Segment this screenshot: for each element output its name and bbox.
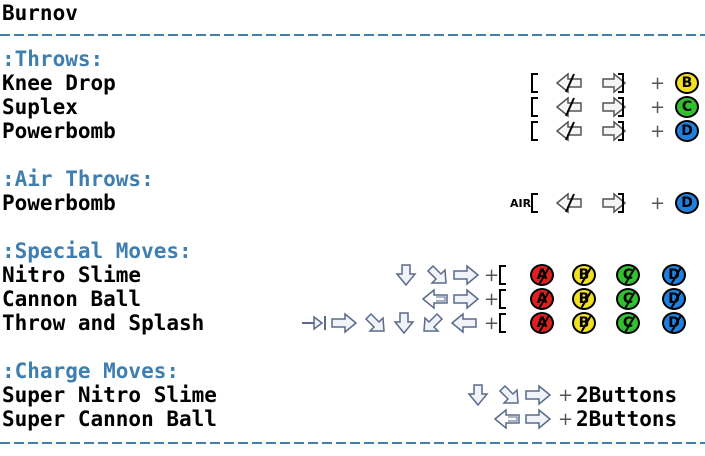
hold-bracket-icon [499, 313, 506, 333]
right-arrow-icon [602, 72, 627, 94]
plus-icon: + [484, 289, 500, 310]
plus-icon: + [484, 313, 500, 334]
plus-icon: + [650, 73, 666, 94]
button-d-icon: D [662, 312, 686, 334]
hold-bracket-icon [531, 121, 538, 141]
two-buttons-label: 2Buttons [576, 383, 678, 407]
button-c-icon: C [616, 264, 640, 286]
button-d-icon: D [662, 288, 686, 310]
down-forward-arrow-icon [498, 384, 519, 404]
down-forward-arrow-icon [364, 312, 385, 332]
command-throw-and-splash: + A B C D [298, 311, 705, 335]
move-name: Cannon Ball [2, 287, 142, 311]
button-b-icon: B [675, 72, 699, 94]
plus-icon: + [484, 265, 500, 286]
forward-arrow-icon [525, 384, 552, 406]
right-arrow-icon [602, 120, 627, 142]
back-charge-arrow-icon [421, 288, 448, 310]
hold-bracket-icon [531, 97, 538, 117]
back-arrow-icon [450, 312, 477, 334]
section-header-air-throws: :Air Throws: [2, 167, 154, 191]
section-header-special-moves: :Special Moves: [2, 239, 192, 263]
command-super-cannon-ball: + 2Buttons [462, 407, 705, 431]
plus-icon: + [650, 193, 666, 214]
button-b-icon: B [572, 288, 596, 310]
button-b-icon: B [572, 264, 596, 286]
button-c-icon: C [616, 288, 640, 310]
forward-arrow-icon [525, 408, 552, 430]
hold-bracket-icon [531, 193, 538, 213]
down-arrow-icon [395, 264, 417, 287]
button-a-icon: A [530, 312, 554, 334]
button-a-icon: A [530, 264, 554, 286]
plus-icon: + [650, 97, 666, 118]
character-name: Burnov [2, 1, 78, 25]
move-name: Nitro Slime [2, 263, 142, 287]
section-header-throws: :Throws: [2, 47, 104, 71]
button-d-icon: D [662, 264, 686, 286]
separator [0, 442, 705, 444]
command-suplex: + C [520, 95, 705, 119]
command-cannon-ball: + A B C D [390, 287, 705, 311]
hold-bracket-icon [531, 73, 538, 93]
button-d-icon: D [675, 192, 699, 214]
button-c-icon: C [616, 312, 640, 334]
forward-dash-arrow-icon [302, 315, 326, 331]
left-arrow-icon [555, 96, 582, 118]
hold-bracket-icon [499, 265, 506, 285]
hold-bracket-icon [499, 289, 506, 309]
right-arrow-icon [602, 96, 627, 118]
forward-arrow-icon [453, 264, 480, 286]
command-air-powerbomb: AIR + D [508, 191, 705, 215]
down-arrow-icon [467, 384, 489, 407]
back-charge-arrow-icon [493, 408, 520, 430]
down-forward-arrow-icon [426, 264, 447, 284]
move-name: Super Nitro Slime [2, 383, 217, 407]
move-name: Powerbomb [2, 191, 116, 215]
forward-arrow-icon [331, 312, 358, 334]
move-name: Powerbomb [2, 119, 116, 143]
move-name: Super Cannon Ball [2, 407, 217, 431]
move-name: Suplex [2, 95, 78, 119]
command-super-nitro-slime: + 2Buttons [462, 383, 705, 407]
button-a-icon: A [530, 288, 554, 310]
plus-icon: + [650, 121, 666, 142]
button-d-icon: D [675, 120, 699, 142]
forward-arrow-icon [453, 288, 480, 310]
left-arrow-icon [555, 120, 582, 142]
section-header-charge-moves: :Charge Moves: [2, 359, 180, 383]
right-arrow-icon [602, 192, 627, 214]
move-name: Knee Drop [2, 71, 116, 95]
two-buttons-label: 2Buttons [576, 407, 678, 431]
down-back-arrow-icon [423, 312, 444, 332]
plus-icon: + [558, 409, 574, 430]
button-b-icon: B [572, 312, 596, 334]
left-arrow-icon [555, 192, 582, 214]
command-nitro-slime: + A B C D [390, 263, 705, 287]
left-arrow-icon [555, 72, 582, 94]
button-c-icon: C [675, 96, 699, 118]
down-arrow-icon [393, 312, 415, 335]
plus-icon: + [558, 385, 574, 406]
command-powerbomb: + D [520, 119, 705, 143]
air-label: AIR [510, 197, 532, 210]
command-knee-drop: + B [520, 71, 705, 95]
separator [0, 34, 705, 36]
move-name: Throw and Splash [2, 311, 205, 335]
